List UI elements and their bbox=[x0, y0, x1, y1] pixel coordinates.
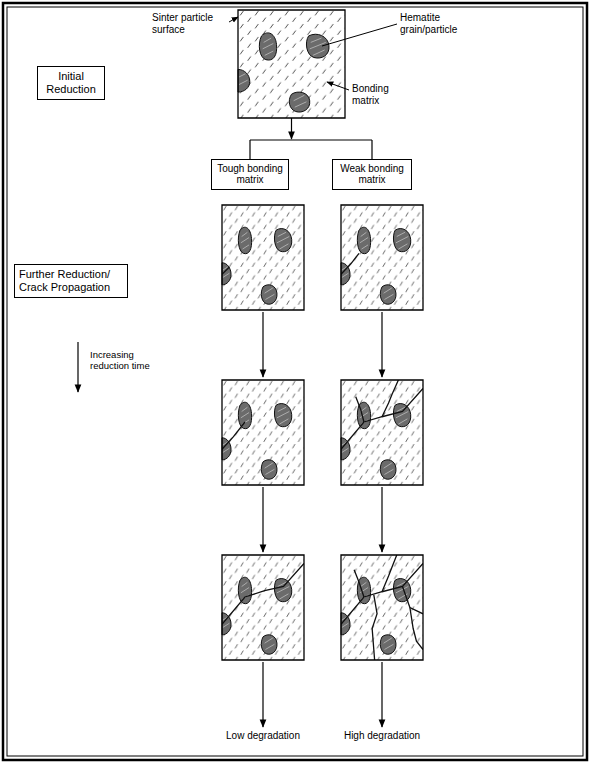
box-label: Further Reduction/ Crack Propagation bbox=[19, 268, 123, 293]
callout-label: High degradation bbox=[337, 730, 427, 742]
sinter-particle bbox=[341, 555, 423, 660]
crack bbox=[341, 388, 423, 449]
leader-lines bbox=[229, 17, 397, 90]
sinter-particle bbox=[222, 555, 304, 660]
callout-label: Hematite grain/particle bbox=[400, 12, 478, 35]
outer-frame bbox=[3, 3, 587, 760]
box-label: Weak bonding matrix bbox=[337, 163, 407, 186]
process-box: Weak bonding matrix bbox=[332, 159, 412, 190]
particle-surface bbox=[238, 10, 345, 118]
callout-label: Bonding matrix bbox=[352, 83, 400, 106]
crack bbox=[222, 422, 245, 449]
callout-label: Low degradation bbox=[218, 730, 308, 742]
box-label: Initial Reduction bbox=[42, 70, 100, 95]
process-box: Tough bonding matrix bbox=[211, 159, 289, 190]
callout-label: Sinter particle surface bbox=[152, 12, 228, 35]
crack bbox=[222, 267, 229, 274]
stage-arrows bbox=[78, 312, 382, 727]
crack bbox=[341, 253, 359, 274]
crack bbox=[356, 397, 364, 422]
crack bbox=[222, 563, 304, 624]
callout-label: Increasing reduction time bbox=[90, 350, 164, 372]
sinter-particle bbox=[341, 205, 423, 310]
crack bbox=[403, 587, 423, 614]
crack bbox=[354, 570, 364, 597]
sinter-particle bbox=[222, 205, 304, 310]
sinter-particle bbox=[341, 380, 423, 485]
process-box: Further Reduction/ Crack Propagation bbox=[14, 264, 128, 297]
crack bbox=[382, 380, 398, 417]
process-box: Initial Reduction bbox=[37, 66, 105, 99]
inner-frame bbox=[7, 7, 583, 756]
crack bbox=[372, 595, 377, 660]
sinter-particle bbox=[238, 10, 345, 118]
sinter-particle bbox=[222, 380, 304, 485]
box-label: Tough bonding matrix bbox=[216, 163, 284, 186]
crack bbox=[382, 555, 397, 592]
crack bbox=[410, 608, 423, 650]
